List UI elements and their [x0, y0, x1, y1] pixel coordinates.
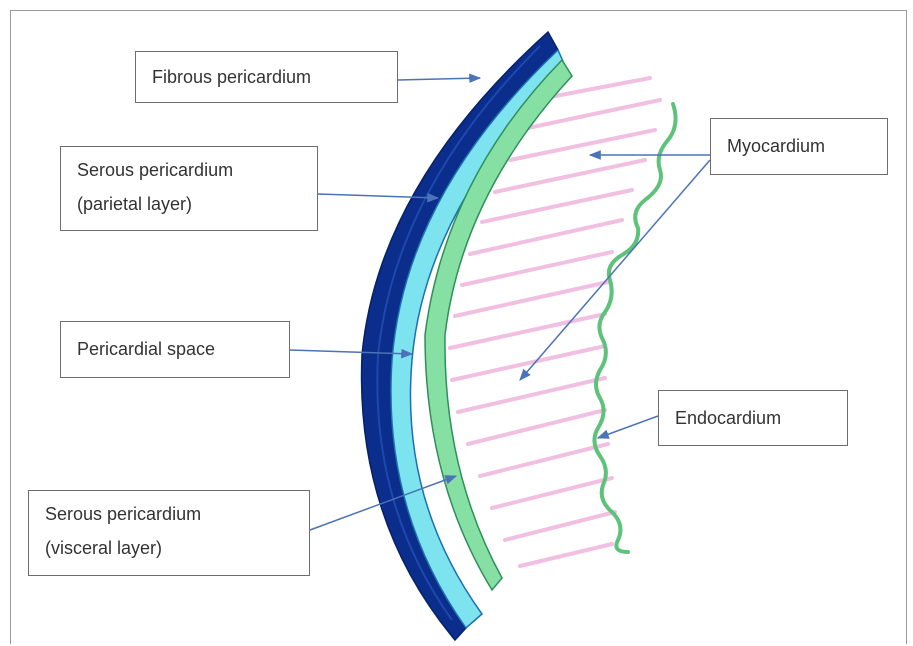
label-myocardium: Myocardium — [710, 118, 888, 175]
label-visceral-line1: Serous pericardium — [45, 497, 309, 531]
label-serous-visceral: Serous pericardium (visceral layer) — [28, 490, 310, 576]
label-endocardium: Endocardium — [658, 390, 848, 446]
label-endocardium-text: Endocardium — [675, 408, 781, 428]
label-visceral-line2: (visceral layer) — [45, 531, 309, 565]
label-fibrous-pericardium: Fibrous pericardium — [135, 51, 398, 103]
label-myocardium-text: Myocardium — [727, 136, 825, 156]
label-space-text: Pericardial space — [77, 339, 215, 359]
arrow-endocardium — [598, 416, 658, 438]
label-pericardial-space: Pericardial space — [60, 321, 290, 378]
label-parietal-line2: (parietal layer) — [77, 187, 317, 221]
arrow-fibrous — [398, 78, 480, 80]
label-fibrous-text: Fibrous pericardium — [152, 67, 311, 87]
label-serous-parietal: Serous pericardium (parietal layer) — [60, 146, 318, 231]
endocardium-line — [594, 104, 675, 552]
label-parietal-line1: Serous pericardium — [77, 153, 317, 187]
